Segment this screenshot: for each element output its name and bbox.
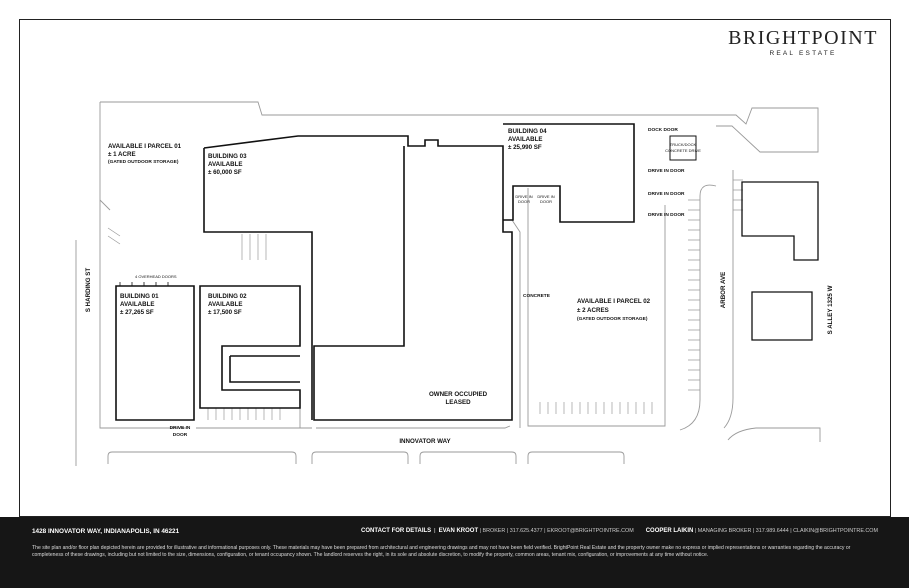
building-02-inner: [229, 355, 300, 383]
svg-text:± 1 ACRE: ± 1 ACRE: [108, 151, 136, 158]
svg-text:CONCRETE DRIVE: CONCRETE DRIVE: [665, 148, 701, 153]
svg-text:TRUCK/DOCK: TRUCK/DOCK: [670, 142, 697, 147]
svg-text:± 27,265 SF: ± 27,265 SF: [120, 309, 154, 316]
site-plan: AVAILABLE I PARCEL 01 ± 1 ACRE (GATED OU…: [75, 101, 834, 466]
truck-dock-label: TRUCK/DOCK CONCRETE DRIVE: [665, 142, 701, 153]
svg-text:AVAILABLE I PARCEL 01: AVAILABLE I PARCEL 01: [108, 143, 182, 150]
property-line: [100, 101, 819, 153]
svg-text:AVAILABLE: AVAILABLE: [120, 301, 155, 308]
property-line-left: [99, 102, 186, 429]
logo-brand: BRIGHTPOINT: [728, 27, 878, 49]
svg-text:BUILDING 03: BUILDING 03: [208, 153, 247, 160]
parcel02-boundary: [527, 188, 666, 427]
logo-sub: REAL ESTATE: [769, 50, 837, 57]
building-04-label: BUILDING 04 AVAILABLE ± 25,990 SF: [508, 128, 547, 151]
contact-line: CONTACT FOR DETAILS | EVAN KROOT | BROKE…: [361, 528, 878, 534]
drive-in-door-label-2: DRIVE IN DOOR: [648, 191, 685, 197]
svg-text:BUILDING 01: BUILDING 01: [120, 293, 159, 300]
svg-text:± 17,500 SF: ± 17,500 SF: [208, 309, 242, 316]
parking-stripes: [107, 179, 743, 420]
svg-text:(GATED OUTDOOR STORAGE): (GATED OUTDOOR STORAGE): [577, 316, 648, 322]
svg-text:AVAILABLE I PARCEL 02: AVAILABLE I PARCEL 02: [577, 298, 651, 305]
owner-occupied-label: OWNER OCCUPIED LEASED: [429, 391, 488, 406]
curb-2: [311, 451, 409, 464]
svg-text:DRIVE IN: DRIVE IN: [515, 194, 532, 199]
contact-2-info[interactable]: MANAGING BROKER | 317.989.6444 | CLAIKIN…: [697, 528, 878, 534]
overhead-doors-label: 4 OVERHEAD DOORS: [135, 274, 177, 279]
curb-1: [107, 451, 297, 464]
contact-2-name: COOPER LAIKIN: [645, 528, 694, 534]
svg-text:DOOR: DOOR: [173, 432, 188, 438]
svg-text:± 2 ACRES: ± 2 ACRES: [577, 307, 609, 314]
svg-text:DRIVE IN: DRIVE IN: [537, 194, 554, 199]
footer: 1428 INNOVATOR WAY, INDIANAPOLIS, IN 462…: [0, 517, 909, 588]
property-address: 1428 INNOVATOR WAY, INDIANAPOLIS, IN 462…: [32, 528, 180, 535]
building-01-label: BUILDING 01 AVAILABLE ± 27,265 SF: [120, 293, 159, 316]
svg-text:BUILDING 04: BUILDING 04: [508, 128, 547, 135]
contact-1-info[interactable]: BROKER | 317.625.4377 | EKROOT@BRIGHTPOI…: [482, 528, 634, 534]
svg-text:AVAILABLE: AVAILABLE: [508, 136, 543, 143]
arbor-curb-left: [679, 184, 717, 431]
svg-text:BUILDING 02: BUILDING 02: [208, 293, 247, 300]
svg-text:DOOR: DOOR: [540, 199, 552, 204]
svg-text:AVAILABLE: AVAILABLE: [208, 301, 243, 308]
svg-text:DOOR: DOOR: [518, 199, 530, 204]
drive-in-door-label-1: DRIVE IN DOOR: [648, 168, 685, 174]
b02-access: [202, 407, 301, 428]
parcel02-label: AVAILABLE I PARCEL 02 ± 2 ACRES (GATED O…: [577, 298, 651, 322]
drive-in-small-2: DRIVE IN DOOR: [537, 194, 554, 204]
truck-dock-box: [669, 135, 697, 161]
svg-text:± 25,990 SF: ± 25,990 SF: [508, 144, 542, 151]
curb-4: [527, 451, 625, 464]
drive-in-door-label-3: DRIVE IN DOOR: [648, 212, 685, 218]
arbor-curb-right: [723, 170, 821, 442]
arbor-ave-label: ARBOR AVE: [720, 272, 727, 308]
concrete-label: CONCRETE: [523, 293, 551, 299]
svg-text:DRIVE IN: DRIVE IN: [170, 425, 191, 431]
svg-text:± 60,000 SF: ± 60,000 SF: [208, 169, 242, 176]
annex-1: [741, 181, 819, 261]
brightpoint-logo: BRIGHTPOINT REAL ESTATE: [723, 28, 883, 57]
annex-2: [751, 291, 813, 341]
innovator-way-label: INNOVATOR WAY: [399, 438, 451, 445]
building-03-outline: [203, 135, 513, 421]
svg-text:OWNER OCCUPIED: OWNER OCCUPIED: [429, 391, 488, 398]
alley-label: S ALLEY 1325 W: [827, 285, 834, 334]
concrete-edge: [511, 219, 521, 428]
svg-text:(GATED OUTDOOR STORAGE): (GATED OUTDOOR STORAGE): [108, 159, 179, 165]
parcel01-edge: [99, 199, 111, 211]
dock-door-label: DOCK DOOR: [648, 127, 678, 133]
drive-in-b01-label: DRIVE IN DOOR: [170, 425, 191, 438]
parcel01-label: AVAILABLE I PARCEL 01 ± 1 ACRE (GATED OU…: [108, 143, 182, 165]
building-02-outline: [199, 285, 301, 409]
overhead-doors: [119, 282, 169, 286]
drive-in-small-1: DRIVE IN DOOR: [515, 194, 532, 204]
svg-text:LEASED: LEASED: [445, 399, 471, 406]
property-line-innovator: [196, 425, 511, 429]
harding-st-label: S HARDING ST: [85, 268, 92, 313]
curb-3: [419, 451, 517, 464]
contact-label: CONTACT FOR DETAILS: [361, 528, 432, 534]
disclaimer: The site plan and/or floor plan depicted…: [32, 545, 851, 559]
building-02-label: BUILDING 02 AVAILABLE ± 17,500 SF: [208, 293, 247, 316]
building-03-label: BUILDING 03 AVAILABLE ± 60,000 SF: [208, 153, 247, 176]
svg-text:AVAILABLE: AVAILABLE: [208, 161, 243, 168]
contact-1-name: EVAN KROOT: [438, 528, 479, 534]
building-04-outline: [503, 123, 635, 223]
